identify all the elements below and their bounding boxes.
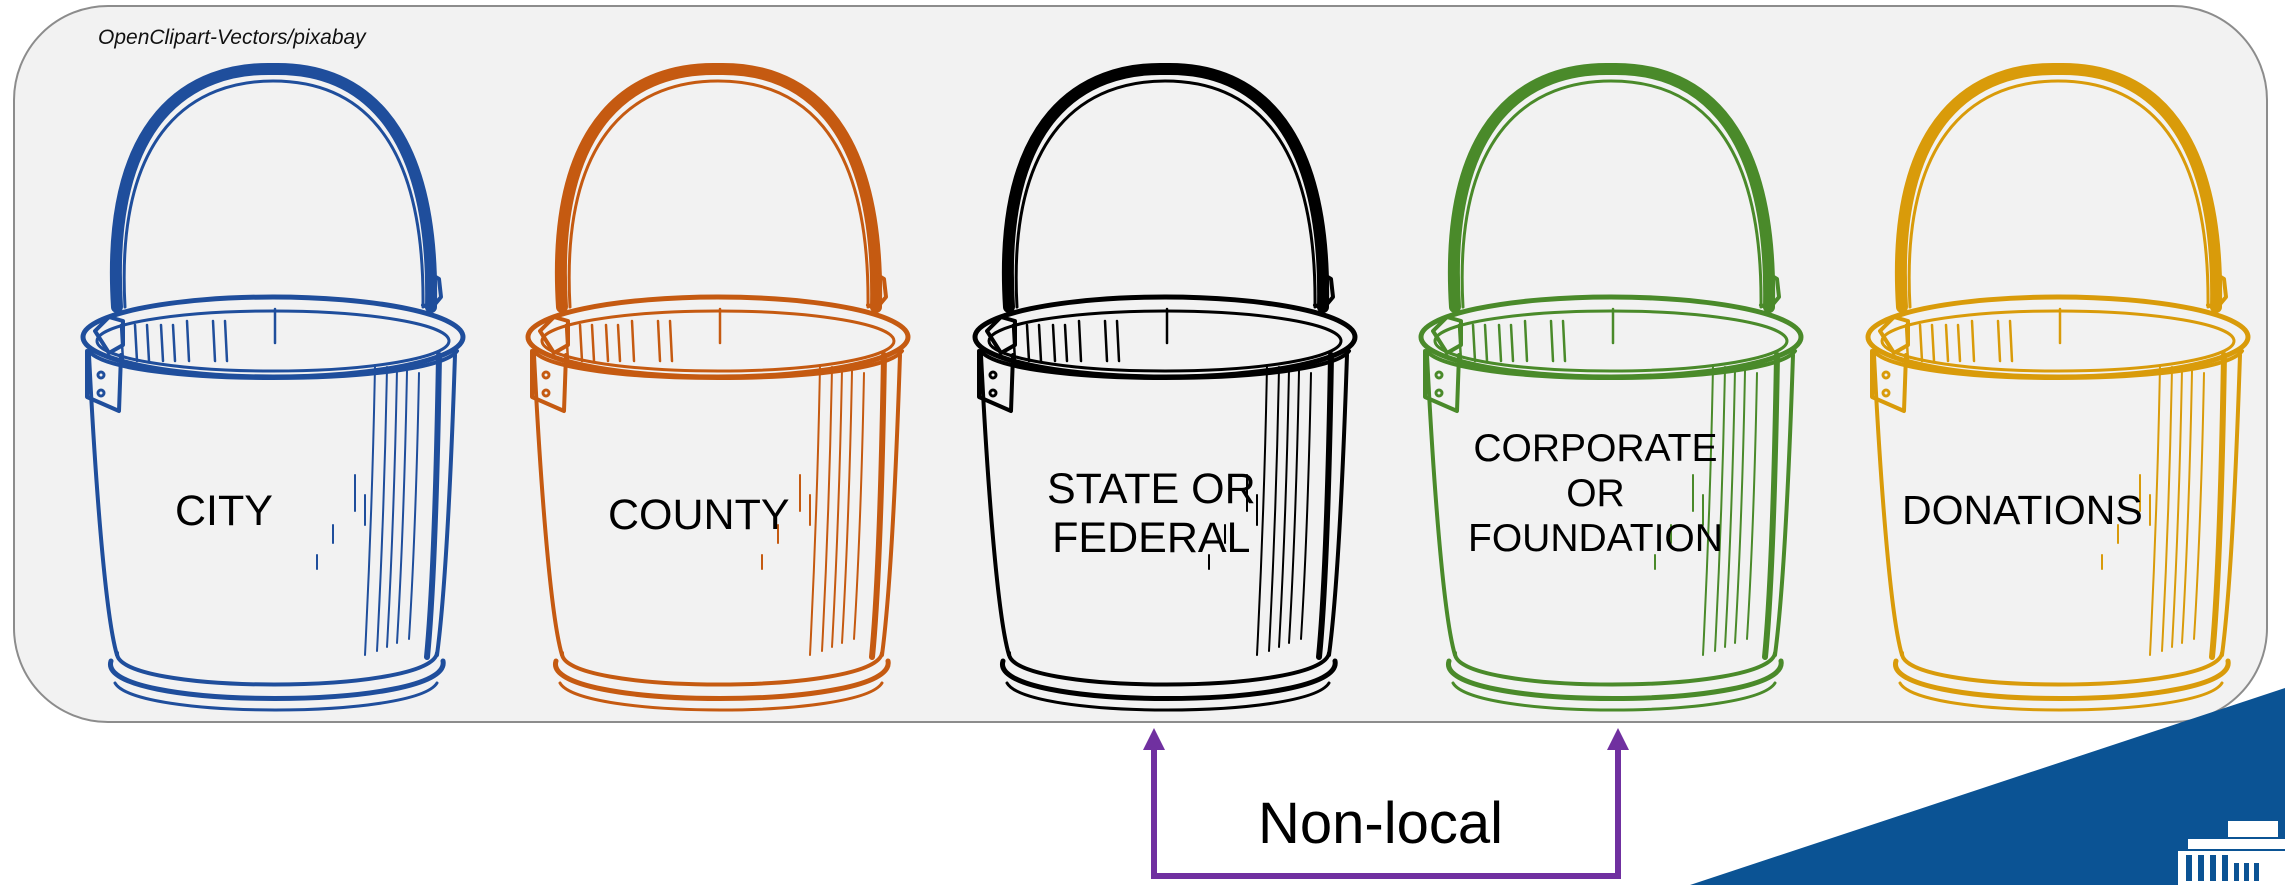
bucket-icon [80,62,466,712]
bucket-icon [525,62,911,712]
bucket-label-corporate-foundation: CORPORATE OR FOUNDATION [1468,427,1723,562]
bucket-label-line: DONATIONS [1902,487,2143,533]
bucket-icon [1865,62,2251,712]
bucket-label-line: FEDERAL [1052,514,1251,563]
bucket-label-city: CITY [175,487,273,536]
non-local-label: Non-local [1258,791,1503,856]
bucket-icon [1418,62,1804,712]
bucket-label-line: COUNTY [608,491,790,539]
bucket-label-county: COUNTY [608,491,790,540]
bucket-label-state-federal: STATE OR FEDERAL [1047,465,1256,564]
bucket-city: CITY [75,55,475,735]
bucket-label-line: CITY [175,487,273,535]
building-logo-icon [2178,821,2285,885]
bucket-state-federal: STATE OR FEDERAL [967,55,1367,735]
image-credit: OpenClipart-Vectors/pixabay [98,26,366,49]
bucket-icon [972,62,1358,712]
bucket-label-line: OR [1566,471,1625,515]
bucket-corporate-foundation: CORPORATE OR FOUNDATION [1413,55,1813,735]
bucket-label-line: FOUNDATION [1468,516,1723,560]
bucket-label-line: CORPORATE [1473,427,1718,470]
bucket-donations: DONATIONS [1860,55,2260,735]
bucket-county: COUNTY [520,55,920,735]
bucket-label-donations: DONATIONS [1902,487,2143,534]
bucket-label-line: STATE OR [1047,465,1256,513]
